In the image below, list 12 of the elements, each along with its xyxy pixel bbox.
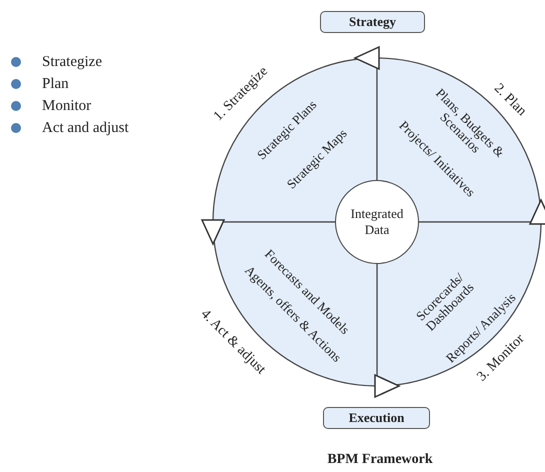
flow-arrow: [353, 46, 380, 70]
list-item-text: Strategize: [42, 53, 102, 71]
phase-label: 2. Plan: [490, 80, 530, 120]
flow-arrow: [200, 219, 226, 246]
flow-arrow: [528, 198, 545, 225]
stage-box: Strategy: [320, 11, 425, 33]
list-item-text: Act and adjust: [42, 119, 129, 137]
flow-arrow: [374, 374, 401, 398]
caption: BPM Framework: [326, 452, 434, 468]
list-item-text: Plan: [42, 75, 69, 93]
list-item-text: Monitor: [42, 97, 92, 115]
stage-box: Execution: [323, 407, 430, 429]
